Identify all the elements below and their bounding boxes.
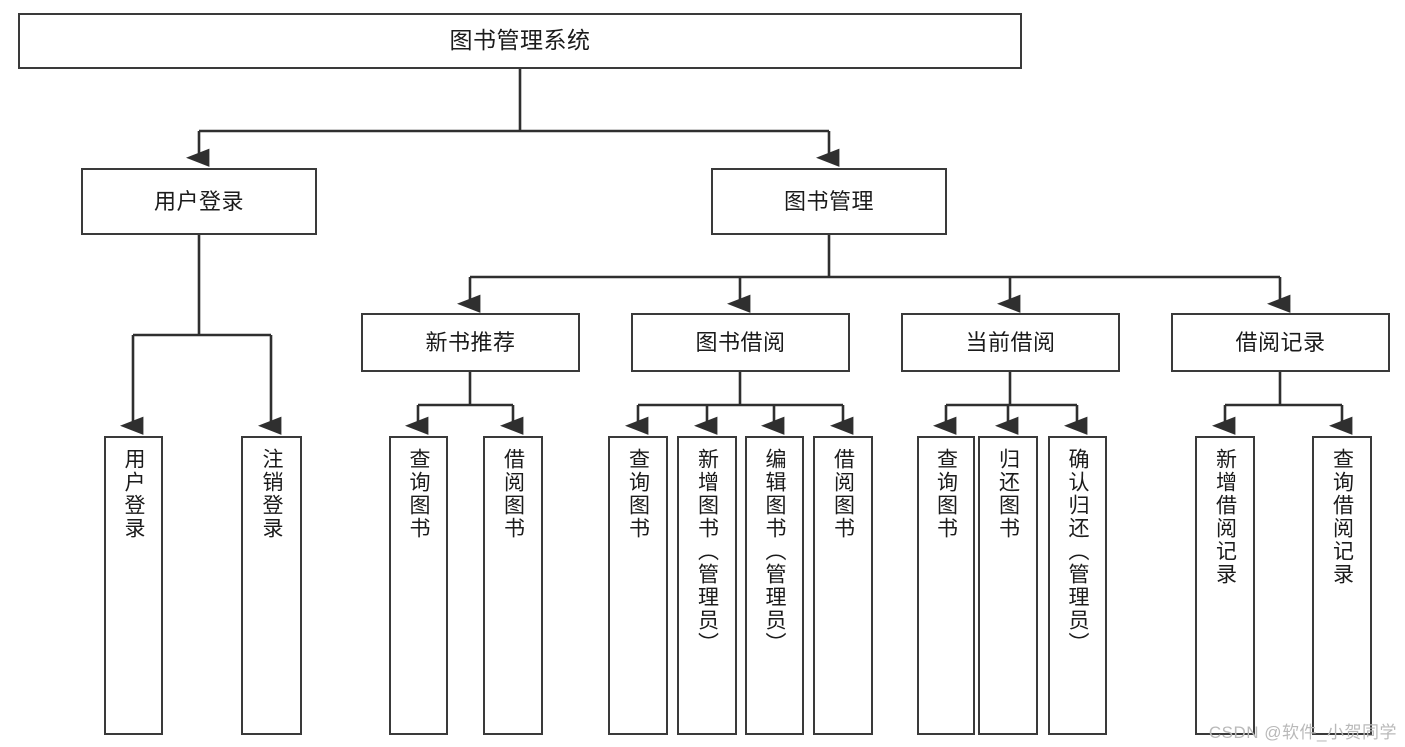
node-leaf-10[interactable]: 确认归还（管理员）: [1048, 436, 1107, 735]
node-label: 新增图书（管理员）: [695, 448, 719, 655]
node-label: 当前借阅: [965, 329, 1056, 355]
node-label: 查询图书: [407, 448, 430, 540]
node-label: 图书管理: [783, 188, 874, 214]
node-label: 确认归还（管理员）: [1066, 448, 1089, 655]
node-label: 图书管理系统: [449, 27, 591, 54]
node-level3-0[interactable]: 新书推荐: [361, 313, 580, 372]
node-label: 用户登录: [122, 448, 145, 540]
node-leaf-8[interactable]: 查询图书: [917, 436, 975, 735]
node-label: 新书推荐: [425, 329, 516, 355]
node-leaf-2[interactable]: 查询图书: [389, 436, 448, 735]
node-root[interactable]: 图书管理系统: [18, 13, 1022, 69]
node-leaf-4[interactable]: 查询图书: [608, 436, 668, 735]
node-leaf-11[interactable]: 新增借阅记录: [1195, 436, 1255, 735]
node-leaf-7[interactable]: 借阅图书: [813, 436, 873, 735]
node-leaf-1[interactable]: 注销登录: [241, 436, 302, 735]
node-label: 用户登录: [153, 188, 244, 214]
node-label: 注销登录: [260, 448, 283, 540]
csdn-watermark: CSDN @软件_小贺同学: [1208, 723, 1397, 742]
node-leaf-9[interactable]: 归还图书: [978, 436, 1038, 735]
node-label: 借阅图书: [501, 448, 525, 540]
node-leaf-6[interactable]: 编辑图书（管理员）: [745, 436, 804, 735]
node-label: 借阅记录: [1235, 329, 1326, 355]
node-level3-3[interactable]: 借阅记录: [1171, 313, 1390, 372]
node-label: 新增借阅记录: [1213, 448, 1237, 586]
node-label: 查询借阅记录: [1330, 448, 1354, 586]
node-level2-1[interactable]: 图书管理: [711, 168, 947, 235]
node-leaf-0[interactable]: 用户登录: [104, 436, 163, 735]
node-level2-0[interactable]: 用户登录: [81, 168, 317, 235]
node-label: 图书借阅: [695, 329, 786, 355]
node-leaf-12[interactable]: 查询借阅记录: [1312, 436, 1372, 735]
node-label: 查询图书: [626, 448, 650, 540]
node-label: 查询图书: [934, 448, 958, 540]
node-level3-1[interactable]: 图书借阅: [631, 313, 850, 372]
node-label: 归还图书: [996, 448, 1020, 540]
node-level3-2[interactable]: 当前借阅: [901, 313, 1120, 372]
node-label: 编辑图书（管理员）: [763, 448, 786, 655]
node-label: 借阅图书: [831, 448, 855, 540]
node-leaf-5[interactable]: 新增图书（管理员）: [677, 436, 737, 735]
node-leaf-3[interactable]: 借阅图书: [483, 436, 543, 735]
